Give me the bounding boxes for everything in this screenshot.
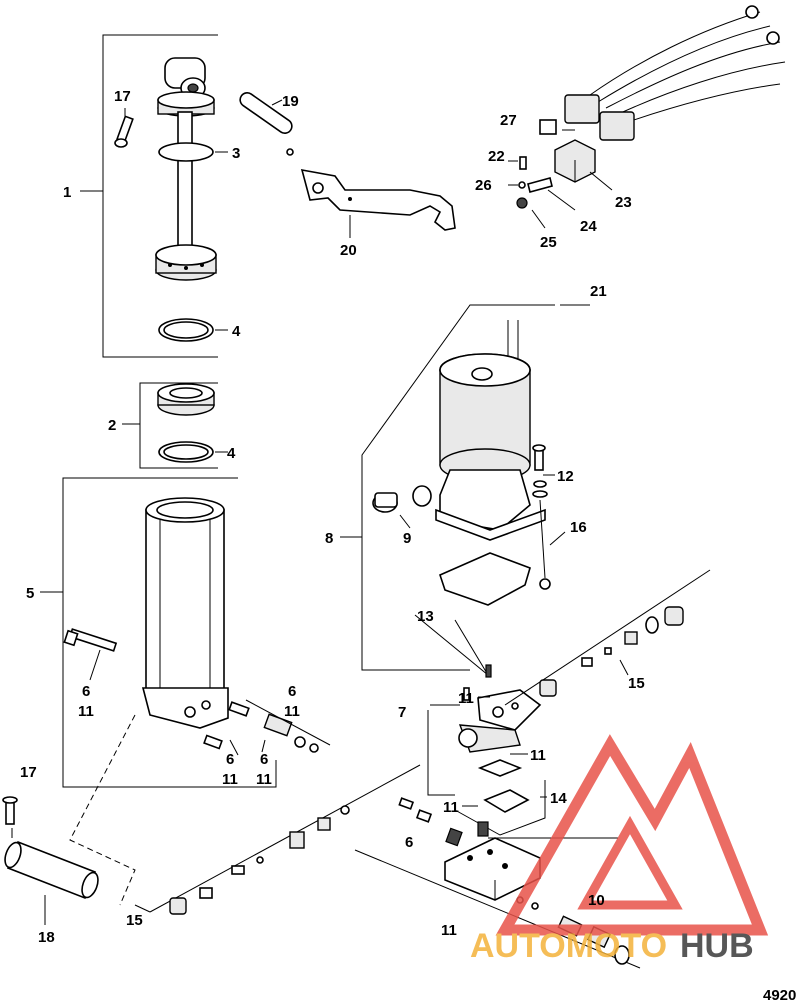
valve-row-15-upper bbox=[504, 569, 711, 706]
callout-leaders bbox=[11, 99, 629, 925]
callout-23: 23 bbox=[615, 194, 632, 211]
dashed-leader bbox=[69, 714, 136, 906]
label-27 bbox=[539, 119, 557, 135]
callout-25: 25 bbox=[540, 234, 557, 251]
pin-17-top bbox=[114, 115, 134, 148]
callout-15a: 15 bbox=[628, 675, 645, 692]
watermark-text-a: AUTOMOTO bbox=[470, 927, 667, 965]
springs-6 bbox=[398, 797, 489, 847]
callout-19: 19 bbox=[282, 93, 299, 110]
callout-21: 21 bbox=[590, 283, 607, 300]
callout-7: 7 bbox=[398, 704, 406, 721]
callout-11f: 11 bbox=[530, 747, 546, 764]
callout-13: 13 bbox=[417, 608, 434, 625]
o-ring-4-upper-inner bbox=[163, 321, 209, 339]
o-ring-3 bbox=[158, 142, 214, 162]
valve-row-upper-left bbox=[203, 701, 319, 753]
wiring-harness bbox=[564, 5, 786, 141]
callout-4b: 4 bbox=[227, 445, 236, 462]
bracket-24 bbox=[527, 177, 553, 193]
group-brackets bbox=[40, 34, 590, 788]
figure-number: 4920 bbox=[763, 987, 796, 1004]
screw-6-long bbox=[63, 628, 118, 652]
callout-24: 24 bbox=[580, 218, 597, 235]
callout-5: 5 bbox=[26, 585, 34, 602]
callout-18: 18 bbox=[38, 929, 55, 946]
seal-plate-14 bbox=[454, 759, 546, 836]
nut-25 bbox=[516, 197, 528, 209]
callout-15b: 15 bbox=[126, 912, 143, 929]
callout-22: 22 bbox=[488, 148, 505, 165]
callout-4a: 4 bbox=[232, 323, 241, 340]
manifold-7 bbox=[458, 687, 542, 753]
leader-24 bbox=[547, 189, 576, 211]
callout-12: 12 bbox=[557, 468, 574, 485]
pump-motor-21 bbox=[435, 320, 546, 541]
pin-19 bbox=[239, 92, 294, 156]
leader-25 bbox=[531, 209, 546, 229]
leader-13 bbox=[414, 614, 489, 676]
leader-23 bbox=[589, 171, 613, 191]
bracket-7 bbox=[427, 710, 455, 796]
ground-wire-16 bbox=[539, 499, 551, 590]
relay-23 bbox=[554, 139, 596, 183]
valve-row-15-lower bbox=[149, 764, 421, 915]
washer-26 bbox=[518, 181, 526, 189]
callout-1: 1 bbox=[63, 184, 71, 201]
screw-22 bbox=[519, 156, 527, 170]
callout-14: 14 bbox=[550, 790, 567, 807]
pin-17-bottom bbox=[2, 796, 18, 825]
callout-11g: 11 bbox=[443, 799, 459, 816]
piston-2 bbox=[157, 383, 215, 416]
callout-11e: 11 bbox=[458, 690, 474, 707]
callout-26: 26 bbox=[475, 177, 492, 194]
callout-11a: 11 bbox=[78, 703, 94, 720]
callout-2: 2 bbox=[108, 417, 116, 434]
callout-6b: 6 bbox=[288, 683, 296, 700]
callout-8: 8 bbox=[325, 530, 333, 547]
gasket-13 bbox=[439, 552, 531, 606]
bracket-20-hole bbox=[312, 182, 324, 194]
callout-6a: 6 bbox=[82, 683, 90, 700]
callout-6c: 6 bbox=[226, 751, 234, 768]
callout-11b: 11 bbox=[284, 703, 300, 720]
callout-11d: 11 bbox=[256, 771, 272, 788]
bracket-20 bbox=[300, 168, 456, 231]
callout-17b: 17 bbox=[20, 764, 37, 781]
callout-17a: 17 bbox=[114, 88, 131, 105]
callout-11c: 11 bbox=[222, 771, 238, 788]
callout-11h: 11 bbox=[441, 922, 457, 939]
callout-10: 10 bbox=[588, 892, 605, 909]
screw-12 bbox=[532, 444, 548, 498]
watermark-text-b: HUB bbox=[680, 927, 754, 965]
trim-cylinder-rod bbox=[155, 57, 217, 281]
callout-20: 20 bbox=[340, 242, 357, 259]
cylinder-body-5 bbox=[141, 497, 229, 729]
tube-18 bbox=[4, 840, 99, 900]
callout-6d: 6 bbox=[260, 751, 268, 768]
pin-13 bbox=[485, 664, 492, 678]
fill-plug-9 bbox=[372, 485, 432, 513]
callout-6e: 6 bbox=[405, 834, 413, 851]
callout-16: 16 bbox=[570, 519, 587, 536]
callout-9: 9 bbox=[403, 530, 411, 547]
callout-3: 3 bbox=[232, 145, 240, 162]
automotohub-watermark: AUTOMOTO HUB bbox=[470, 734, 769, 965]
leader-11-lower bbox=[354, 849, 641, 969]
bracket-20-dot bbox=[348, 197, 352, 201]
callout-labels: 1 2 3 4 4 5 6 11 6 11 6 11 6 11 7 8 9 10… bbox=[20, 88, 796, 1004]
callout-27: 27 bbox=[500, 112, 517, 129]
o-ring-4-lower-inner bbox=[163, 444, 209, 460]
